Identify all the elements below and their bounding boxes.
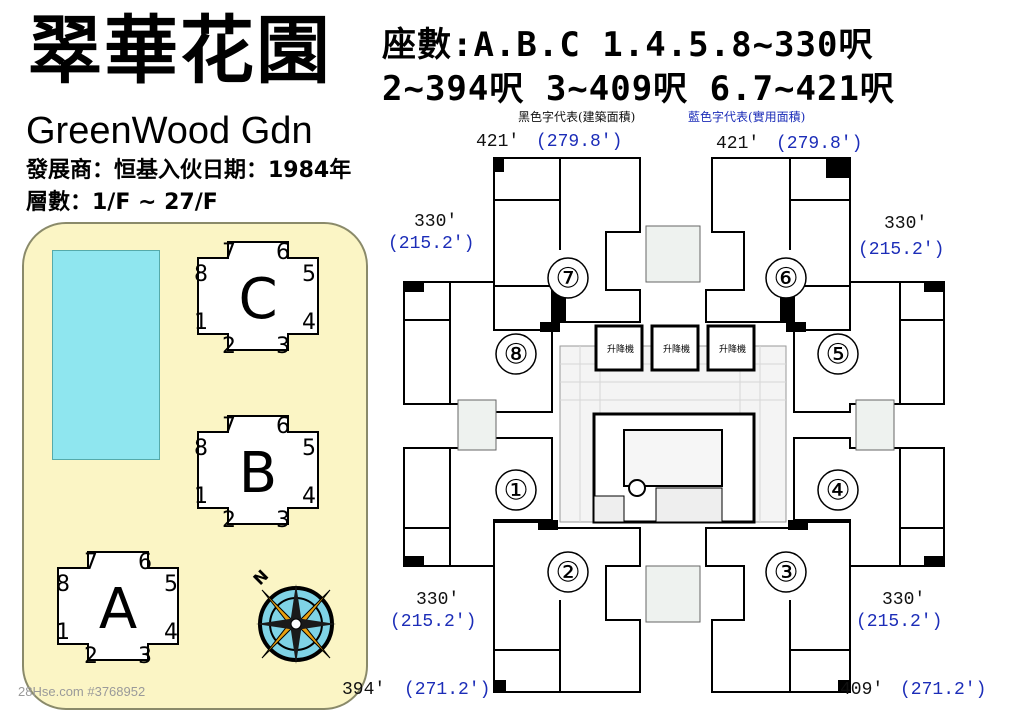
legend-saleable-area: 藍色字代表(實用面積) [688, 110, 806, 124]
unit-2-number: ② [555, 555, 581, 589]
blocks-area-line-1: 座數:A.B.C 1.4.5.8~330呎 [382, 25, 874, 65]
unit-7-outline [493, 157, 641, 323]
unit-5-outline [793, 281, 945, 413]
unit-7-gross-area: 421' [476, 132, 520, 152]
unit-8-number: ⑧ [503, 337, 529, 371]
unit-8-saleable-area: (215.2') [388, 234, 475, 254]
block-c-letter: C [238, 267, 277, 332]
unit-4-outline [793, 437, 945, 567]
block-a-letter: A [99, 577, 137, 642]
unit-1-gross-area: 330' [416, 590, 460, 610]
unit-5-saleable-area: (215.2') [858, 240, 945, 260]
watermark: 28Hse.com #3768952 [18, 684, 146, 699]
legend-gross-area: 黑色字代表(建築面積) [518, 110, 636, 124]
unit-3-gross-area: 409' [840, 680, 884, 700]
unit-8-gross-area: 330' [414, 212, 458, 232]
developer-line: 發展商：恒基入伙日期：1984年 [26, 158, 352, 183]
stair-core [592, 412, 756, 524]
unit-8-outline [403, 281, 553, 413]
unit-4-number: ④ [825, 473, 851, 507]
block-c: C [197, 241, 319, 351]
unit-1-number: ① [503, 473, 529, 507]
unit-7-number: ⑦ [555, 261, 581, 295]
unit-3-number: ③ [773, 555, 799, 589]
unit-2-gross-area: 394' [342, 680, 386, 700]
unit-4-gross-area: 330' [882, 590, 926, 610]
estate-title-english: GreenWood Gdn [26, 110, 313, 152]
block-b: B [197, 415, 319, 525]
unit-4-saleable-area: (215.2') [856, 612, 943, 632]
unit-7-saleable-area: (279.8') [536, 132, 623, 152]
swimming-pool [52, 250, 160, 460]
estate-title-chinese: 翠華花園 [28, 8, 332, 94]
blocks-area-line-2: 2~394呎 3~409呎 6.7~421呎 [382, 69, 895, 109]
unit-6-outline [705, 157, 851, 323]
unit-1-saleable-area: (215.2') [390, 612, 477, 632]
unit-2-outline [493, 521, 641, 693]
block-b-letter: B [239, 441, 277, 506]
lift-label-2: 升降機 [663, 345, 691, 355]
lift-label-3: 升降機 [719, 345, 747, 355]
unit-6-number: ⑥ [773, 261, 799, 295]
lift-label-1: 升降機 [607, 345, 635, 355]
block-a: A [57, 551, 179, 661]
unit-6-gross-area: 421' [716, 134, 760, 154]
unit-3-saleable-area: (271.2') [900, 680, 987, 700]
floors-line: 層數：1/F ~ 27/F [26, 190, 218, 215]
lift-shafts [594, 324, 756, 372]
unit-2-saleable-area: (271.2') [404, 680, 491, 700]
unit-5-gross-area: 330' [884, 214, 928, 234]
unit-3-outline [705, 521, 851, 693]
unit-5-number: ⑤ [825, 337, 851, 371]
unit-6-saleable-area: (279.8') [776, 134, 863, 154]
